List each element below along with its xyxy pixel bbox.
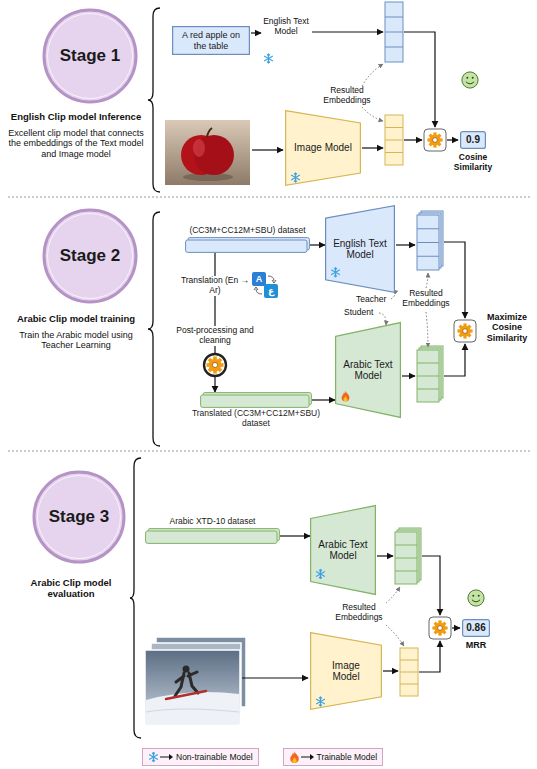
similarity-gears (424, 129, 476, 639)
snowflake-icon (317, 569, 325, 578)
annotation-label: Excellent clip model that connects the e… (6, 128, 146, 159)
node-text: Stage 3 (49, 507, 109, 527)
icon-letter: ع (264, 284, 278, 298)
legend-item: Non-trainable Model (142, 748, 259, 766)
legend-item: Trainable Model (283, 748, 384, 766)
annotation-label: Post-processing and cleaning (172, 326, 258, 346)
score-box: 0.86 (462, 619, 490, 637)
image-encoder: Image Model (285, 110, 361, 186)
node-text: Arabic Text Model (342, 359, 394, 382)
flow-arrow (312, 399, 335, 400)
dataset-bar: Arabic XTD-10 dataset (145, 528, 280, 544)
text-encoder: Arabic Text Model (310, 505, 376, 595)
text-embedding-stack (395, 528, 421, 584)
annotation-label: Resulted Embeddings (328, 603, 390, 623)
annotation-label: Arabic Clip model evaluation (18, 578, 124, 600)
text-encoder: Arabic Text Model (335, 322, 401, 418)
node-outline (145, 528, 280, 544)
stage-circle: Stage 2 (42, 208, 138, 304)
text-embedding (385, 2, 403, 62)
caption-box: A red apple on the table (172, 26, 250, 55)
snowflake-icon (332, 268, 340, 277)
node-text: Arabic Text Model (317, 539, 369, 562)
annotation-label: Train the Arabic model using Teacher Lea… (6, 330, 146, 351)
teacher-embedding-stack (417, 211, 443, 270)
flow-arrow (280, 535, 310, 536)
snowflake-icon (317, 697, 325, 706)
annotation-label: Translation (En → Ar) (180, 276, 250, 296)
node-text: Image Model (318, 660, 374, 683)
node-text: 0.86 (466, 622, 485, 634)
translate-icon (252, 272, 278, 298)
dataset-title: (CC3M+CC12M+SBU) dataset (181, 226, 315, 236)
score-box: 0.9 (460, 131, 486, 149)
annotation-label: Maximize Cosine Similarity (480, 312, 534, 343)
node-text: English Text Model (332, 238, 388, 261)
node-outline (185, 237, 310, 253)
node-text: Image Model (294, 142, 352, 154)
annotation-label: English Text Model (262, 17, 310, 37)
node-text: A red apple on the table (176, 30, 246, 51)
annotation-label: Student (344, 308, 380, 318)
node-text: 0.9 (466, 134, 480, 146)
postprocess-icon (204, 354, 226, 376)
annotation-label: Resulted Embeddings (398, 289, 454, 309)
legend-text: Trainable Model (317, 752, 378, 762)
annotation-label: MRR (458, 640, 494, 650)
annotation-label: Resulted Embeddings (316, 86, 378, 106)
dataset-bar: Translated (CC3M+CC12M+SBU) dataset (200, 392, 312, 408)
annotation-label: Arabic Clip model training (6, 314, 146, 325)
image-encoder: Image Model (310, 632, 382, 710)
node-outline (200, 392, 312, 408)
legend-text: Non-trainable Model (176, 752, 253, 762)
snowflake-icon (292, 173, 300, 182)
annotation-label: Teacher (356, 295, 392, 305)
image-embedding (400, 648, 418, 696)
snowflake-icon (265, 54, 273, 63)
fire-icon (342, 391, 350, 402)
flow-arrows (242, 32, 465, 678)
legend-sample (148, 751, 174, 763)
dataset-title: Translated (CC3M+CC12M+SBU) dataset (189, 409, 323, 429)
legend-sample (289, 751, 315, 763)
flow-arrow (310, 244, 325, 245)
node-text: Stage 1 (60, 46, 120, 66)
node-text: Stage 2 (60, 246, 120, 266)
apple-photo (165, 120, 250, 185)
student-embedding-stack (417, 346, 443, 402)
annotation-label: Cosine Similarity (444, 153, 502, 173)
text-encoder: English Text Model (325, 205, 395, 293)
stage-circle: Stage 3 (32, 470, 126, 564)
annotation-label: English Clip model Inference (6, 112, 146, 123)
snowboard-photos (145, 637, 246, 725)
image-embedding (385, 115, 403, 165)
dataset-title: Arabic XTD-10 dataset (146, 517, 280, 527)
dataset-bar: (CC3M+CC12M+SBU) dataset (185, 237, 310, 253)
stage-circle: Stage 1 (42, 8, 138, 104)
icon-letter: A (252, 272, 266, 286)
